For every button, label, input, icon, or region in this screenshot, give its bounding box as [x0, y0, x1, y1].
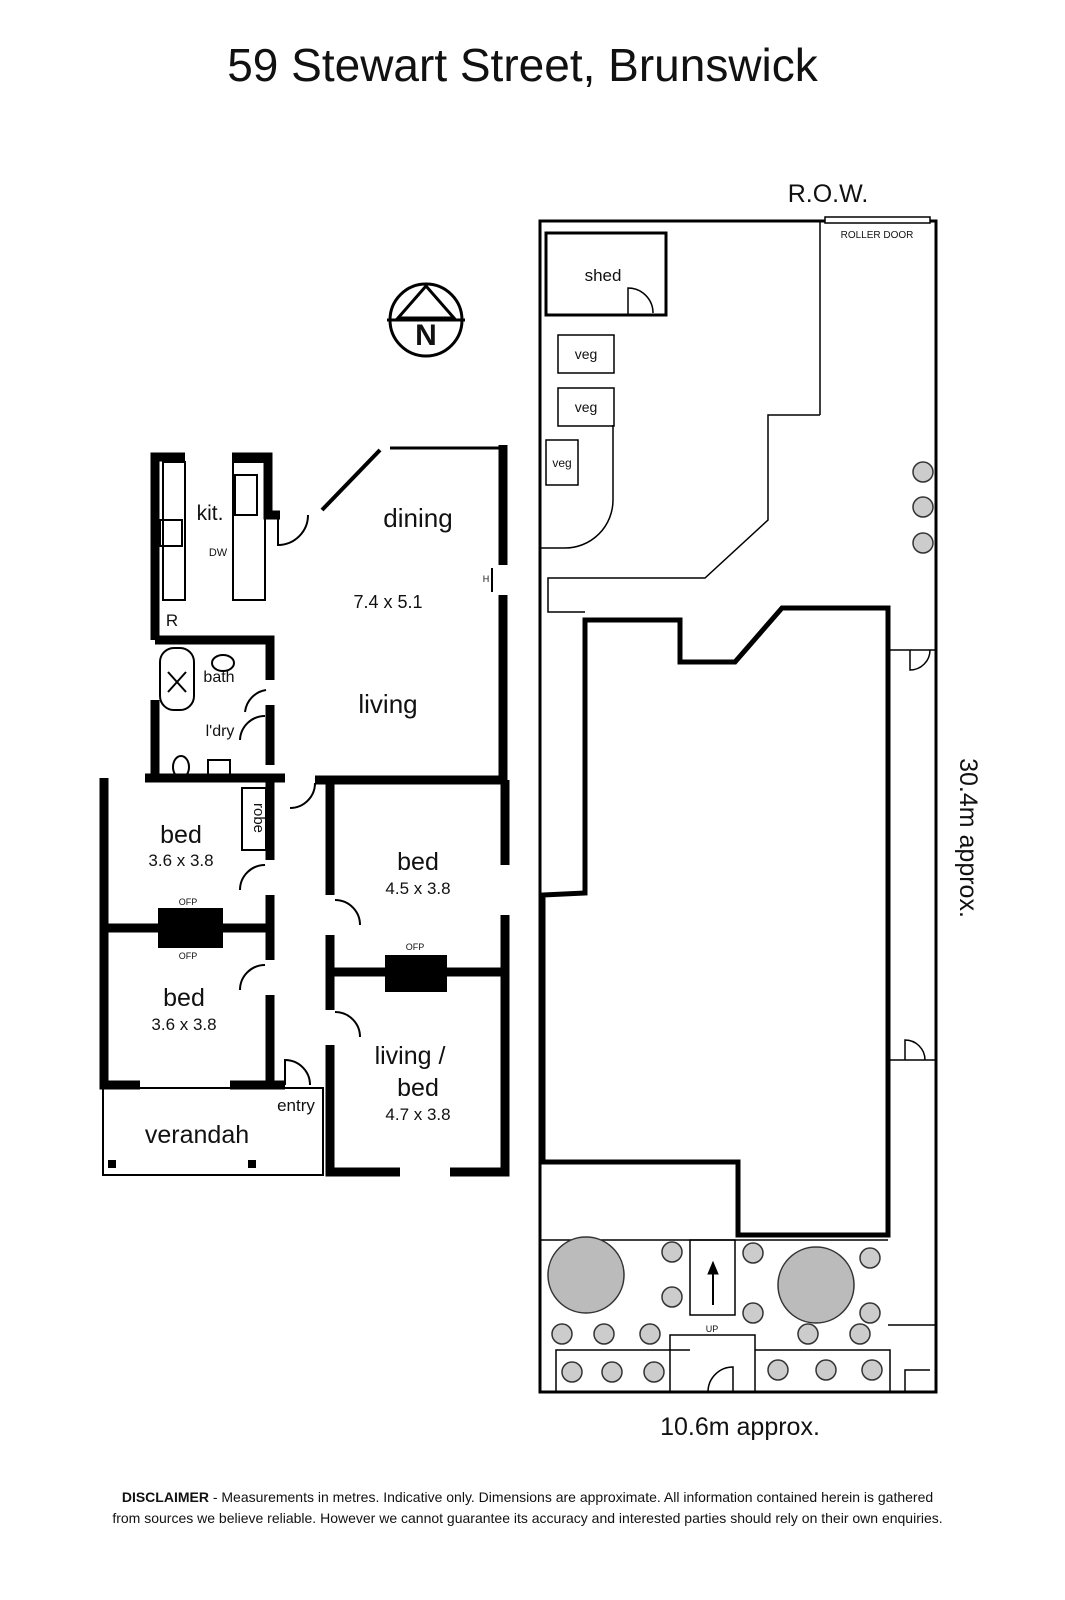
- label-ofp: OFP: [179, 897, 198, 907]
- label-row: R.O.W.: [788, 180, 869, 208]
- label-bed3: bed: [397, 848, 439, 876]
- label-ofp: OFP: [406, 942, 425, 952]
- fireplaces: [108, 908, 447, 1168]
- label-living-bed-2: bed: [397, 1074, 439, 1102]
- label-living-bed-1: living /: [375, 1042, 446, 1070]
- label-dining: dining: [383, 503, 452, 533]
- label-bed2-size: 3.6 x 3.8: [151, 1015, 216, 1034]
- disclaimer-text-1: - Measurements in metres. Indicative onl…: [208, 1489, 934, 1505]
- label-site-length: 30.4m approx.: [954, 758, 982, 918]
- label-laundry: l'dry: [206, 723, 235, 740]
- label-fridge: R: [166, 611, 178, 630]
- label-living: living: [358, 689, 417, 719]
- label-bed1: bed: [160, 821, 202, 849]
- label-site-width: 10.6m approx.: [660, 1413, 820, 1441]
- compass-label: N: [415, 319, 437, 352]
- label-robe: robe: [250, 803, 267, 833]
- label-dining-size: 7.4 x 5.1: [353, 592, 422, 612]
- room-labels: kit. DW R dining 7.4 x 5.1 living H bath…: [145, 502, 489, 1149]
- label-veg: veg: [575, 399, 598, 415]
- disclaimer-text-2: from sources we believe reliable. Howeve…: [112, 1510, 943, 1526]
- page-title: 59 Stewart Street, Brunswick: [227, 39, 818, 91]
- label-dw: DW: [209, 547, 228, 559]
- trees-and-shrubs: [547, 461, 934, 1383]
- site-plan: [538, 216, 938, 1394]
- north-compass-icon: N: [387, 282, 465, 358]
- label-verandah: verandah: [145, 1121, 249, 1149]
- label-veg: veg: [552, 456, 571, 470]
- disclaimer-label: DISCLAIMER: [121, 1489, 209, 1505]
- label-bed1-size: 3.6 x 3.8: [148, 851, 213, 870]
- site-labels: R.O.W. ROLLER DOOR shed veg veg veg UP 3…: [552, 180, 982, 1441]
- label-entry: entry: [277, 1096, 315, 1115]
- label-veg: veg: [575, 346, 598, 362]
- label-up: UP: [706, 1324, 719, 1334]
- house-details: [102, 461, 493, 1176]
- label-shed: shed: [585, 266, 622, 285]
- label-bed3-size: 4.5 x 3.8: [385, 879, 450, 898]
- label-bath: bath: [203, 669, 234, 686]
- label-ofp: OFP: [179, 951, 198, 961]
- label-roller-door: ROLLER DOOR: [841, 230, 914, 241]
- label-heater: H: [483, 574, 490, 584]
- label-bed2: bed: [163, 984, 205, 1012]
- label-kitchen: kit.: [197, 502, 224, 525]
- disclaimer: DISCLAIMER - Measurements in metres. Ind…: [0, 1487, 1055, 1529]
- label-living-bed-size: 4.7 x 3.8: [385, 1105, 450, 1124]
